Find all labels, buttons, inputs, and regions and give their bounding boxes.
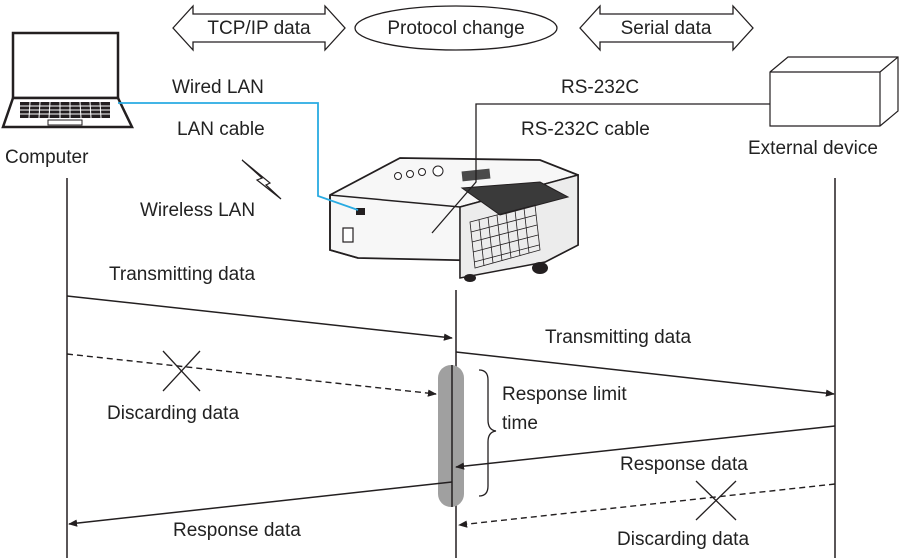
tcpip-double-arrow	[172, 4, 346, 52]
discard-arrow-left	[66, 353, 437, 397]
tcpip-data-label: TCP/IP data	[207, 18, 311, 39]
lan-cable-label: LAN cable	[177, 119, 265, 140]
resp-right-label: Response data	[620, 454, 748, 475]
response-limit-time-label: time	[502, 413, 538, 434]
tx-arrow-projector-to-external	[455, 351, 835, 397]
response-limit-bar	[438, 365, 464, 507]
discard-arrow-right	[458, 483, 836, 528]
response-limit-label: Response limit	[502, 384, 627, 405]
discard-left-label: Discarding data	[107, 403, 240, 424]
projector-icon	[329, 157, 579, 282]
protocol-change-ellipse	[354, 5, 558, 51]
external-device-label: External device	[748, 138, 878, 159]
wired-lan-label: Wired LAN	[172, 77, 264, 98]
resp-left-label: Response data	[173, 520, 301, 541]
serial-double-arrow	[579, 4, 754, 52]
response-limit-brace	[478, 369, 497, 497]
laptop-icon	[1, 31, 134, 129]
discard-x-left	[162, 350, 201, 392]
protocol-change-label: Protocol change	[387, 18, 525, 39]
wireless-lan-label: Wireless LAN	[140, 200, 256, 221]
external-device-icon	[769, 56, 899, 127]
lan-cable-line	[118, 102, 359, 211]
rs232c-cable-line	[431, 103, 770, 234]
tx-arrow-computer-to-projector	[66, 295, 453, 341]
wireless-signal-icon	[241, 159, 282, 200]
tx-left-label: Transmitting data	[109, 264, 256, 285]
discard-x-right	[695, 480, 737, 521]
resp-arrow-external-to-projector	[455, 425, 836, 470]
serial-data-label: Serial data	[620, 18, 712, 39]
computer-label: Computer	[5, 147, 89, 168]
tx-right-label: Transmitting data	[545, 327, 692, 348]
resp-arrow-projector-to-computer	[68, 481, 453, 527]
discard-right-label: Discarding data	[617, 529, 750, 550]
rs232c-label: RS-232C	[561, 77, 640, 98]
rs232c-cable-label: RS-232C cable	[521, 119, 650, 140]
